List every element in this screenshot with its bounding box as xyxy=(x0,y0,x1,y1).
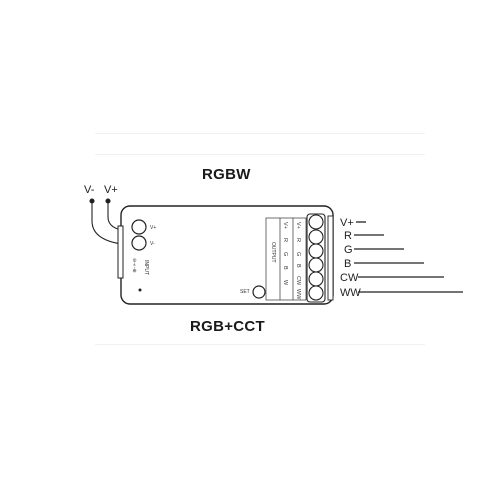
output-label-ww: WW xyxy=(340,287,361,299)
faint-divider-top xyxy=(95,133,425,134)
output-connector-edge xyxy=(327,215,334,301)
output-terminal-ww xyxy=(308,285,324,301)
rgbcct-label-ww: WW xyxy=(295,289,301,300)
rgbw-label-b: B xyxy=(282,266,288,270)
rgbw-label-vplus: V+ xyxy=(282,222,288,229)
rgbcct-label-b: B xyxy=(295,264,301,268)
input-terminal-block xyxy=(117,225,124,279)
output-terminal-cw xyxy=(308,271,324,287)
rgbcct-label-r: R xyxy=(295,238,301,242)
output-terminal-b xyxy=(308,257,324,273)
output-label-b: B xyxy=(344,258,351,270)
status-led xyxy=(138,288,142,292)
output-terminal-r xyxy=(308,229,324,245)
input-vertical-label: INPUT xyxy=(143,260,149,275)
rgbw-title: RGBW xyxy=(202,166,251,183)
rgbcct-column: V+ R G B CW WW xyxy=(295,222,301,300)
output-label-panel xyxy=(265,217,307,301)
output-wires xyxy=(354,221,463,293)
rgbcct-label-cw: CW xyxy=(295,276,301,286)
faint-divider-bottom xyxy=(95,344,425,345)
output-label-vplus: V+ xyxy=(340,217,354,229)
rgbw-column: V+ R G B W xyxy=(282,222,288,286)
rgbw-label-r: R xyxy=(282,238,288,242)
output-vertical-label: OUTPUT xyxy=(270,242,276,263)
rgbw-label-g: G xyxy=(282,252,288,256)
input-port-label-vminus: V- xyxy=(150,241,155,247)
set-button xyxy=(252,285,266,299)
input-port-label-vplus: V+ xyxy=(150,225,156,231)
input-wire-minus-label: V- xyxy=(84,184,95,196)
rgbcct-label-vplus: V+ xyxy=(295,222,301,229)
rgbcct-label-g: G xyxy=(295,252,301,256)
dc-polarity-symbol: ⊖-◐-⊕ xyxy=(131,258,137,273)
output-label-g: G xyxy=(344,244,353,256)
input-wire-plus-label: V+ xyxy=(104,184,118,196)
output-terminal-vplus xyxy=(308,214,324,230)
output-label-cw: CW xyxy=(340,272,359,284)
input-terminal-vminus xyxy=(131,235,147,251)
rgbw-label-w: W xyxy=(282,280,288,286)
output-wire-labels: V+ R G B CW WW xyxy=(340,217,361,299)
output-label-r: R xyxy=(344,230,352,242)
set-label: SET xyxy=(240,289,250,295)
faint-divider-upper xyxy=(95,154,425,155)
output-terminal-g xyxy=(308,243,324,259)
output-terminals xyxy=(308,214,324,301)
rgbcct-title: RGB+CCT xyxy=(190,318,266,335)
input-terminal-vplus xyxy=(131,219,147,235)
